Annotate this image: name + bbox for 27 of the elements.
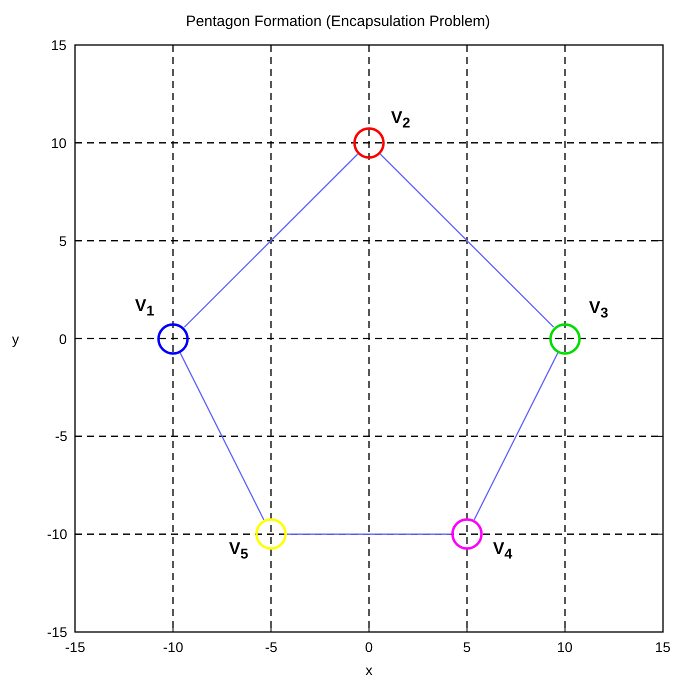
tick-label: -10 [47, 527, 68, 542]
vehicle-label: V$_{3}$ [589, 298, 608, 320]
tick-label: -5 [55, 429, 68, 444]
tick-label: 0 [59, 332, 67, 346]
tick-label: -15 [47, 625, 68, 639]
axis-label: y [12, 332, 19, 346]
tick-label: 10 [51, 136, 67, 150]
vehicle-label: V$_{4}$ [493, 540, 512, 562]
tick-label: 5 [59, 234, 67, 248]
tick-label: 5 [463, 640, 471, 654]
connector-line [184, 154, 358, 328]
tick-label: 15 [655, 640, 671, 654]
connector-line [180, 352, 264, 520]
vehicle-label: V$_{5}$ [229, 540, 248, 562]
connector-line [380, 154, 554, 328]
chart-title: Pentagon Formation (Encapsulation Problem) [186, 13, 490, 30]
axis-label: x [366, 663, 372, 677]
connector-line [287, 534, 451, 535]
tick-label: 10 [557, 640, 573, 654]
tick-label: -15 [65, 640, 86, 654]
tick-label: -5 [265, 640, 278, 654]
tick-label: -10 [163, 640, 184, 654]
connector-line [474, 352, 558, 520]
tick-label: 15 [51, 38, 67, 52]
tick-label: 0 [365, 640, 373, 654]
vehicle-label: V$_{2}$ [391, 108, 410, 130]
vehicle-label: V$_{1}$ [135, 296, 154, 318]
